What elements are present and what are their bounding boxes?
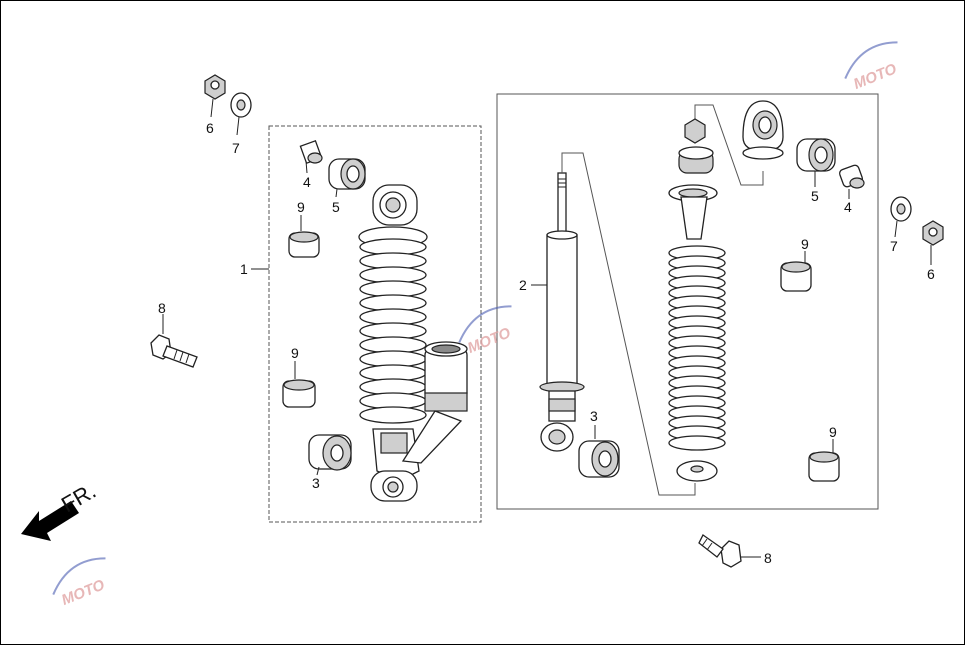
rubber-bush-right bbox=[678, 146, 714, 174]
coil-spring-right bbox=[668, 245, 726, 451]
callout-3-left: 3 bbox=[312, 475, 320, 491]
callout-4-right: 4 bbox=[844, 199, 852, 215]
bushing-5-right bbox=[796, 138, 836, 172]
bushing-3-left bbox=[308, 434, 352, 471]
watermark-logo-bottom-left: MOTO bbox=[52, 557, 107, 609]
callout-7-right: 7 bbox=[890, 238, 898, 254]
collar-4-left bbox=[299, 139, 323, 165]
front-direction-arrow-icon bbox=[21, 501, 79, 541]
callout-5-left: 5 bbox=[332, 199, 340, 215]
watermark-logo-top-right: MOTO bbox=[844, 41, 899, 93]
callout-2: 2 bbox=[519, 277, 527, 293]
callout-9-left-lower: 9 bbox=[291, 345, 299, 361]
callout-4-left: 4 bbox=[303, 174, 311, 190]
callout-9-right-lower: 9 bbox=[829, 424, 837, 440]
bushing-5-left bbox=[328, 158, 366, 190]
bump-stop-right bbox=[680, 196, 708, 240]
callout-6-right: 6 bbox=[927, 266, 935, 282]
upper-eye-mount bbox=[742, 100, 784, 160]
callout-5-right: 5 bbox=[811, 188, 819, 204]
nut-6-left bbox=[204, 74, 226, 100]
watermark-text: MOTO bbox=[465, 324, 513, 357]
bushing-9-right-upper bbox=[780, 261, 812, 292]
damper-rod-2 bbox=[539, 172, 585, 452]
callout-6-left: 6 bbox=[206, 120, 214, 136]
nut-6-right bbox=[922, 220, 944, 246]
bushing-9-left-lower bbox=[282, 379, 316, 408]
washer-7-left bbox=[230, 92, 252, 118]
top-nut-right bbox=[684, 118, 706, 144]
bolt-8-left bbox=[150, 334, 198, 368]
shock-absorber-assembly bbox=[358, 184, 468, 502]
spring-coil bbox=[359, 406, 427, 424]
callout-8-right: 8 bbox=[764, 550, 772, 566]
callout-8-left: 8 bbox=[158, 300, 166, 316]
right-assembly-box bbox=[496, 93, 879, 510]
callout-9-right-upper: 9 bbox=[801, 236, 809, 252]
callout-9-left-upper: 9 bbox=[297, 199, 305, 215]
bolt-8-right bbox=[698, 534, 742, 568]
bushing-9-right-lower bbox=[808, 451, 840, 482]
spring-seat-lower bbox=[676, 460, 718, 482]
spring-coil bbox=[668, 435, 726, 451]
callout-3-right: 3 bbox=[590, 408, 598, 424]
washer-7-right bbox=[890, 196, 912, 222]
collar-4-right bbox=[839, 164, 865, 189]
bushing-9-left-upper bbox=[288, 231, 320, 258]
watermark-text: MOTO bbox=[59, 576, 107, 609]
watermark-text: MOTO bbox=[851, 60, 899, 93]
bushing-3-right bbox=[578, 440, 620, 478]
callout-1: 1 bbox=[240, 261, 248, 277]
callout-7-left: 7 bbox=[232, 140, 240, 156]
left-assembly-box bbox=[268, 125, 482, 523]
